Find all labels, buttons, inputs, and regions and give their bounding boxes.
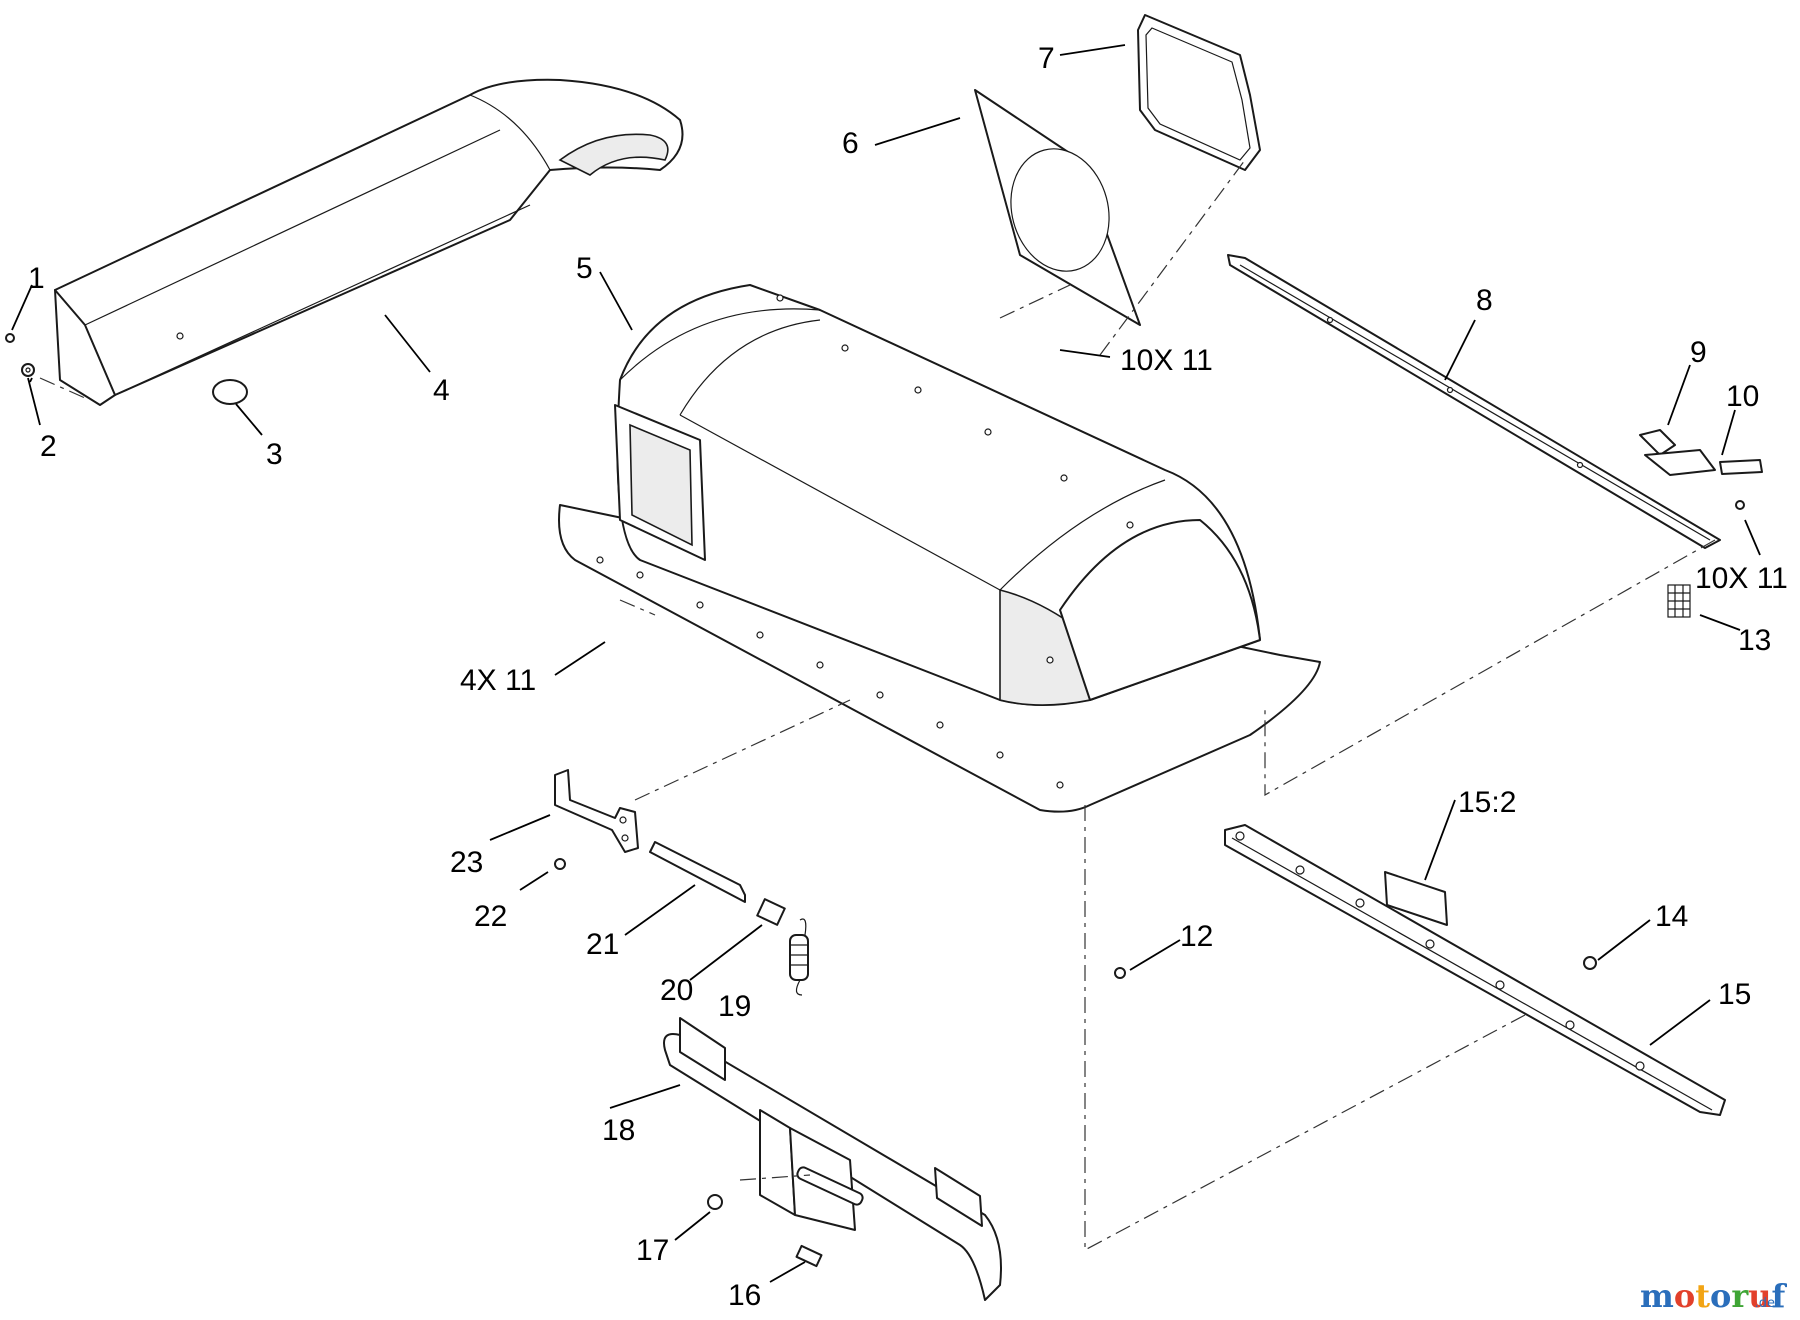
callout-20: 20 [660,974,693,1007]
callout-15: 15 [1718,978,1751,1011]
screw-right [1735,500,1745,510]
octagonal-gasket [1137,14,1261,171]
callout-15-2: 15:2 [1458,786,1516,819]
leader-lines [11,44,1761,1283]
callout-9: 9 [1690,336,1707,369]
callout-19: 19 [718,990,751,1023]
callout-16: 16 [728,1279,761,1312]
callout-1: 1 [28,262,45,295]
bracket-23 [554,769,639,853]
lower-rail [1224,824,1726,1116]
watermark-logo: motoruf .de [1640,1277,1787,1315]
callout-3: 3 [266,438,283,471]
callout-8: 8 [1476,284,1493,317]
callout-4: 4 [433,374,450,407]
square-plate [974,89,1141,326]
callout-10: 10 [1726,380,1759,413]
callout-13: 13 [1738,624,1771,657]
callout-17: 17 [636,1234,669,1267]
bolt-22 [554,858,566,870]
rod-21 [649,841,746,903]
watermark-brand: motoruf [1640,1277,1787,1315]
key-part [1719,459,1763,475]
callout-2: 2 [40,430,57,463]
callout-10x11-top: 10X 11 [1120,344,1213,377]
callout-labels: 1 2 3 4 5 6 7 8 9 10 10X 11 10X 11 13 4X… [28,42,1788,1312]
bolt-16 [795,1244,823,1268]
latch-part [1639,429,1716,476]
callout-22: 22 [474,900,507,933]
main-hood [558,284,1321,813]
centre-lines [39,159,1716,1252]
nut-17 [707,1194,723,1210]
watermark-suffix: .de [1755,1296,1775,1311]
callout-12: 12 [1180,920,1213,953]
spacer-20 [756,898,786,926]
screw-and-washer [5,333,35,377]
callout-4x11: 4X 11 [460,664,536,697]
callout-7: 7 [1038,42,1055,75]
nut-14 [1583,956,1597,970]
bumper-bar [663,1017,1002,1301]
callout-18: 18 [602,1114,635,1147]
decal-label [1384,871,1448,926]
nut-12 [1114,967,1126,979]
callout-6: 6 [842,127,859,160]
mesh-screen [1667,584,1691,618]
callout-21: 21 [586,928,619,961]
hood-holes [596,294,1134,789]
callout-14: 14 [1655,900,1688,933]
long-bar [1227,254,1721,549]
callout-10x11-right: 10X 11 [1695,562,1788,595]
discharge-chute [54,78,684,406]
callout-5: 5 [576,252,593,285]
spring-19 [789,918,809,996]
callout-23: 23 [450,846,483,879]
plug-part [212,379,248,405]
